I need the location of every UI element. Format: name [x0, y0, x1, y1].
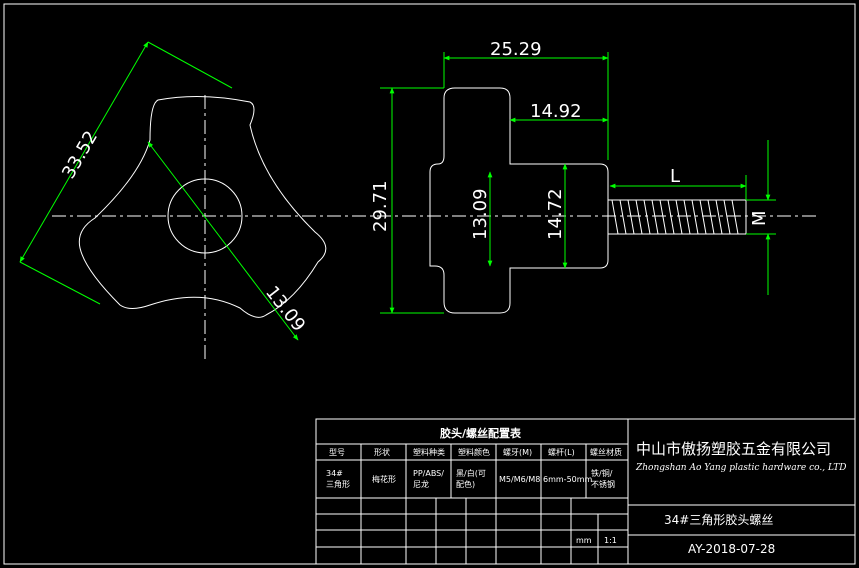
- cell-plastic-type: PP/ABS/尼龙: [413, 469, 444, 489]
- dim-knob-span: 33.52: [58, 127, 102, 182]
- cell-screw-length: 6mm-50mm: [543, 475, 593, 484]
- part-name: 34#三角形胶头螺丝: [664, 512, 773, 527]
- screw-thread: [611, 199, 739, 235]
- dim-head-width: 25.29: [490, 39, 542, 60]
- dim-neck-height-b: 14.72: [545, 188, 566, 240]
- knob-outline: [78, 95, 327, 318]
- header-plastic-color: 塑料颜色: [458, 447, 490, 457]
- dim-head-height: 29.71: [370, 180, 391, 232]
- cell-thread: M5/M6/M8: [499, 475, 540, 484]
- drawing-date: AY-2018-07-28: [688, 542, 775, 556]
- dimension-lines: [19, 41, 776, 341]
- side-outline: [429, 87, 609, 314]
- company-name-cn: 中山市傲扬塑胶五金有限公司: [636, 440, 831, 458]
- screw-body: [607, 199, 747, 235]
- scale-label: 1:1: [604, 536, 617, 545]
- config-table-headers: 型号 形状 塑料种类 塑料颜色 螺牙(M) 螺杆(L) 螺丝材质: [329, 447, 622, 457]
- cell-screw-material: 铁/铜/不锈钢: [591, 468, 615, 489]
- dim-neck-height-a: 13.09: [470, 188, 491, 240]
- dim-hole-dia: 13.09: [261, 282, 309, 336]
- header-screw-material: 螺丝材质: [590, 447, 622, 457]
- header-model: 型号: [329, 448, 345, 457]
- title-block: [315, 418, 856, 565]
- header-screw-length: 螺杆(L): [548, 447, 575, 457]
- unit-label: mm: [576, 536, 592, 545]
- cell-model: 34#三角形: [326, 469, 350, 489]
- header-plastic-type: 塑料种类: [413, 447, 445, 457]
- dim-thread: M: [749, 210, 770, 226]
- config-table-title: 胶头/螺丝配置表: [440, 426, 522, 440]
- dim-neck-width: 14.92: [530, 101, 582, 122]
- knob-side-view: [429, 87, 747, 314]
- config-table-row: 34#三角形 梅花形 PP/ABS/尼龙 黑/白(可配色) M5/M6/M8 6…: [326, 468, 615, 489]
- header-shape: 形状: [374, 447, 390, 457]
- cell-plastic-color: 黑/白(可配色): [456, 468, 486, 489]
- header-thread: 螺牙(M): [503, 447, 532, 457]
- cell-shape: 梅花形: [372, 474, 396, 484]
- dim-screw-length: L: [670, 166, 680, 187]
- company-name-en: Zhongshan Ao Yang plastic hardware co., …: [635, 463, 846, 473]
